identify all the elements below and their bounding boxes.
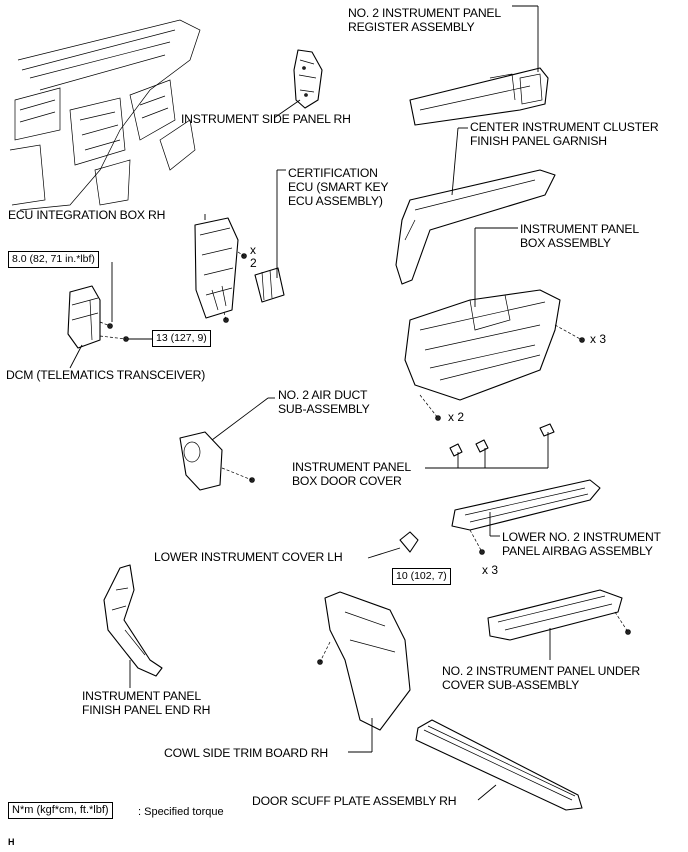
label-cluster-garnish: CENTER INSTRUMENT CLUSTER FINISH PANEL G…	[470, 120, 659, 148]
figure-code: H	[8, 837, 15, 847]
ecu-integration-box-part	[194, 214, 247, 323]
legend-description: : Specified torque	[138, 806, 224, 818]
label-lower-cover-lh: LOWER INSTRUMENT COVER LH	[154, 550, 343, 564]
qty-box-right: x 3	[590, 332, 607, 346]
certification-ecu-part	[254, 169, 286, 303]
box-door-cover-clips	[425, 423, 555, 469]
air-duct-part	[179, 397, 275, 491]
torque-box-13: 13 (127, 9)	[152, 330, 211, 347]
airbag-assembly-part	[451, 479, 601, 555]
qty-ecu-bolts: x 2	[250, 243, 257, 270]
legend-torque-box: N*m (kgf*cm, ft.*lbf)	[8, 802, 113, 819]
label-side-panel: INSTRUMENT SIDE PANEL RH	[181, 112, 351, 126]
dcm-part	[67, 262, 152, 369]
qty-airbag-bolts: x 3	[482, 563, 499, 577]
label-finish-panel-end: INSTRUMENT PANEL FINISH PANEL END RH	[82, 689, 211, 717]
label-cowl-side-trim: COWL SIDE TRIM BOARD RH	[164, 746, 329, 760]
label-box-assembly: INSTRUMENT PANEL BOX ASSEMBLY	[520, 222, 639, 250]
cluster-garnish-part	[395, 127, 556, 285]
dashboard-overview-illustration	[9, 19, 201, 211]
label-dcm: DCM (TELEMATICS TRANSCEIVER)	[6, 368, 206, 382]
label-door-scuff: DOOR SCUFF PLATE ASSEMBLY RH	[252, 794, 457, 808]
register-assembly-part	[409, 5, 549, 126]
label-box-door-cover: INSTRUMENT PANEL BOX DOOR COVER	[292, 460, 411, 488]
torque-box-10: 10 (102, 7)	[392, 568, 451, 585]
under-cover-part	[487, 589, 631, 660]
finish-panel-end-part	[103, 564, 163, 688]
torque-box-8: 8.0 (82, 71 in.*lbf)	[8, 251, 99, 268]
label-certification-ecu: CERTIFICATION ECU (SMART KEY ECU ASSEMBL…	[288, 166, 389, 208]
instrument-side-panel-rh-part	[273, 49, 323, 119]
label-under-cover: NO. 2 INSTRUMENT PANEL UNDER COVER SUB-A…	[442, 664, 641, 692]
label-airbag-assembly: LOWER NO. 2 INSTRUMENT PANEL AIRBAG ASSE…	[502, 530, 661, 558]
lower-cover-lh-part	[367, 531, 419, 559]
label-air-duct: NO. 2 AIR DUCT SUB-ASSEMBLY	[278, 388, 370, 416]
label-ecu-integration: ECU INTEGRATION BOX RH	[8, 208, 166, 222]
qty-box-bottom: x 2	[448, 410, 465, 424]
label-register-assembly: NO. 2 INSTRUMENT PANEL REGISTER ASSEMBLY	[348, 6, 501, 34]
cowl-side-trim-part	[317, 591, 411, 753]
box-assembly-part	[404, 227, 585, 421]
door-scuff-part	[415, 719, 583, 811]
